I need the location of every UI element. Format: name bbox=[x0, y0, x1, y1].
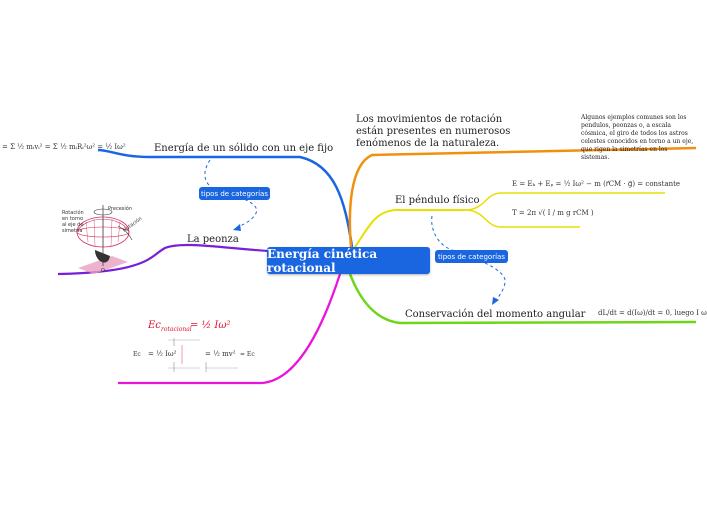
spin-top-label-rotacion-3: al eje de bbox=[62, 222, 83, 228]
tag-pendulum-categories[interactable]: tipos de categorías bbox=[435, 250, 508, 263]
central-topic[interactable]: Energía cinética rotacional bbox=[267, 247, 430, 275]
rot-formula-sub: rotacional bbox=[161, 326, 192, 333]
topic-angular-momentum[interactable]: Conservación del momento angular bbox=[405, 309, 586, 320]
topic-rotation-examples[interactable]: Algunos ejemplos comunes son los pendulo… bbox=[581, 114, 694, 161]
spin-top-label-rotacion-1: Rotación bbox=[62, 209, 84, 216]
formula-solid-energy: = Σ ½ mᵢvᵢ² = Σ ½ mᵢRᵢ²ω² = ½ Iω² bbox=[2, 143, 126, 151]
rot-formula-rhs: = ½ Iω² bbox=[190, 320, 231, 331]
spin-top-figure: Precesión Rotación en torno al eje de si… bbox=[62, 205, 143, 274]
topic-rotation-movements[interactable]: Los movimientos de rotación están presen… bbox=[356, 114, 511, 149]
relation-arrowhead-solid bbox=[233, 224, 241, 231]
spin-top-label-point: O bbox=[101, 268, 105, 274]
formula-pendulum-energy: E = Eₖ + Eₚ = ½ Iω² − m (r⃗CM · g⃗) = co… bbox=[512, 180, 681, 188]
spin-top-label-nutacion: Nutación bbox=[121, 215, 143, 234]
spin-top-label-precesion: Precesión bbox=[108, 205, 132, 212]
branch-line-spin-top bbox=[57, 243, 301, 276]
svg-text:= ½ Iω²: = ½ Iω² bbox=[148, 350, 177, 358]
branch-line-pendulum-period bbox=[464, 209, 580, 228]
topic-solid-energy[interactable]: Energía de un sólido con un eje fijo bbox=[154, 143, 334, 154]
branch-line-solid bbox=[97, 148, 354, 248]
rot-formula-lhs: Ec bbox=[147, 320, 161, 331]
relation-arrowhead-pendulum bbox=[492, 297, 499, 305]
svg-text:Ec: Ec bbox=[133, 351, 141, 358]
topic-physical-pendulum[interactable]: El péndulo físico bbox=[395, 195, 480, 206]
tag-solid-categories[interactable]: tipos de categorías bbox=[199, 187, 270, 200]
branch-line-pendulum bbox=[354, 209, 465, 248]
branch-line-momentum bbox=[348, 273, 697, 325]
spin-top-label-rotacion-4: simetría bbox=[62, 227, 82, 234]
topic-spin-top[interactable]: La peonza bbox=[187, 234, 239, 245]
formula-pendulum-period: T = 2π √( I / m g rCM ) bbox=[512, 209, 594, 217]
formula-angular-momentum: dL/dt = d(Iω)/dt = 0, luego I ω bbox=[598, 309, 707, 317]
branch-line-pendulum-energy bbox=[464, 192, 665, 211]
spin-top-label-rotacion-2: en torno bbox=[62, 216, 83, 222]
branch-line-formula bbox=[118, 273, 342, 385]
rotational-formula-graphic: Ec rotacional = ½ Iω² Ec = ½ Iω² = ½ mv²… bbox=[133, 320, 255, 372]
svg-text:= ½ mv²: = ½ mv² bbox=[205, 350, 236, 358]
branch-line-movements bbox=[348, 146, 697, 248]
svg-text:= Ec: = Ec bbox=[240, 351, 255, 358]
